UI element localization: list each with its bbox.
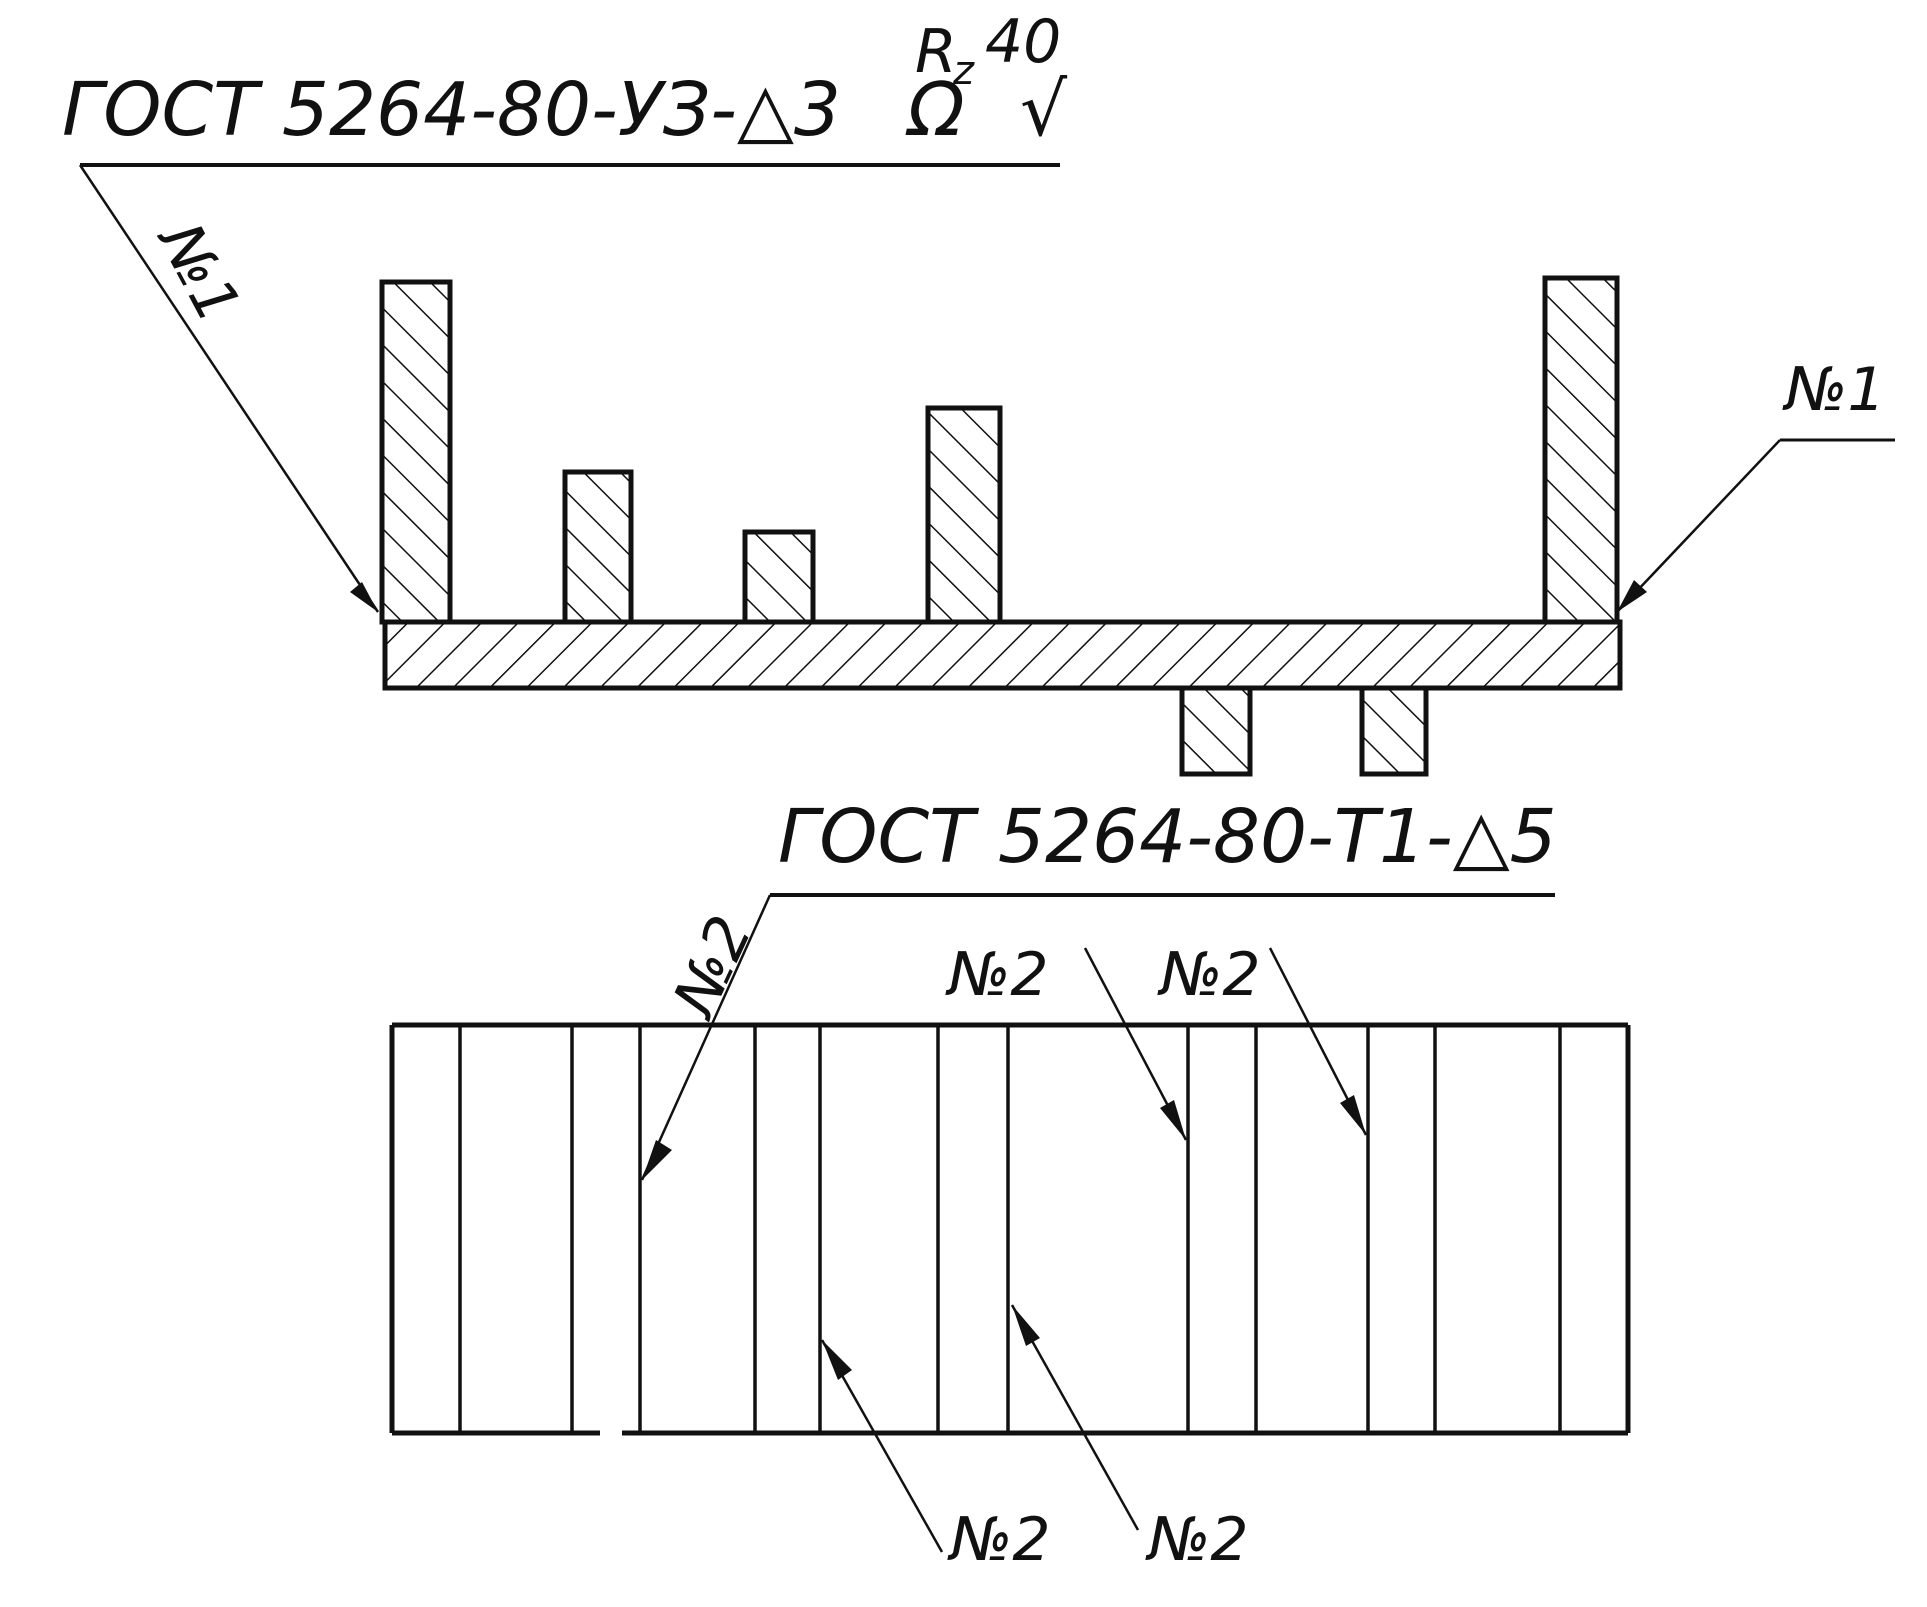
leader-seam2-a: [640, 894, 772, 1181]
arrowhead-seam2-c: [1340, 1095, 1366, 1135]
roughness-value: 40: [985, 7, 1061, 77]
arrowhead-seam2-d: [822, 1340, 852, 1380]
label-seam2-shelf: №2: [659, 906, 766, 1029]
leader-seam2-e: [1010, 1304, 1140, 1531]
rib-section-3: [742, 529, 816, 625]
arrowhead-left-seam1: [350, 582, 378, 612]
rib-section-4: [925, 405, 1003, 625]
label-seam1-left: №1: [143, 210, 253, 334]
label-seam2-top-2: №2: [1157, 940, 1261, 1010]
rib-below-2: [1359, 685, 1429, 777]
roughness-subscript: z: [952, 48, 975, 94]
leader-left-seam1: [78, 164, 380, 613]
designation-top-text: ГОСТ 5264-80-УЗ-△3: [62, 67, 841, 153]
rib-section-1: [379, 279, 453, 625]
designation-bottom-text: ГОСТ 5264-80-Т1-△5: [778, 794, 1557, 880]
label-seam2-bottom-1: №2: [947, 1505, 1051, 1575]
label-seam2-bottom-2: №2: [1145, 1505, 1249, 1575]
roughness-check-icon: √: [1020, 67, 1068, 153]
arrowhead-seam2-e: [1012, 1305, 1040, 1346]
weld-symbol-omega: Ω: [905, 67, 965, 153]
plan-view: [389, 1022, 1631, 1436]
arrowhead-seam2-a: [642, 1140, 672, 1180]
rib-section-2: [562, 469, 634, 625]
roughness-prefix: R: [915, 17, 957, 87]
arrowhead-right-seam1: [1617, 580, 1647, 612]
arrowhead-seam2-b: [1160, 1100, 1186, 1140]
label-seam2-top-1: №2: [945, 940, 1049, 1010]
leader-right-seam1: [1616, 439, 1781, 613]
rib-section-5: [1542, 275, 1620, 625]
rib-below-1: [1179, 685, 1253, 777]
label-seam1-right: №1: [1782, 355, 1886, 425]
base-plate-section: [382, 619, 1623, 691]
